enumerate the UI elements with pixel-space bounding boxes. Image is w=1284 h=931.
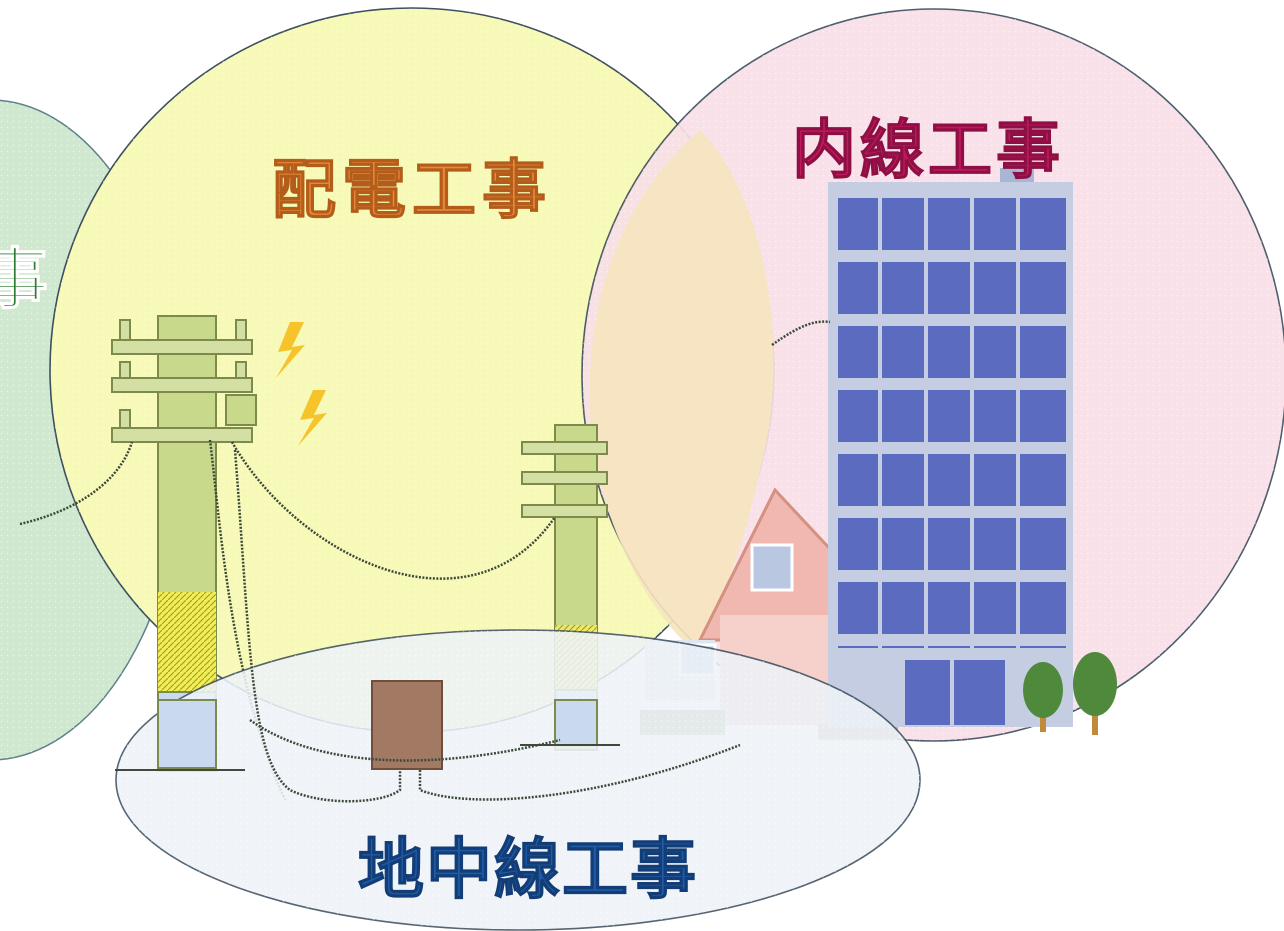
interior-work-label: 内線工事	[792, 114, 1064, 188]
underground-elements	[115, 449, 741, 803]
distribution-interior-overlap	[589, 130, 774, 650]
trees	[1023, 652, 1117, 735]
lightning-icon	[276, 322, 327, 446]
underground-work-ellipse	[115, 629, 921, 931]
office-building	[828, 168, 1073, 727]
left-work-label: 事	[0, 241, 48, 318]
underground-work-label: 地中線工事	[358, 831, 698, 908]
distribution-work-label: 配電工事	[272, 154, 552, 228]
